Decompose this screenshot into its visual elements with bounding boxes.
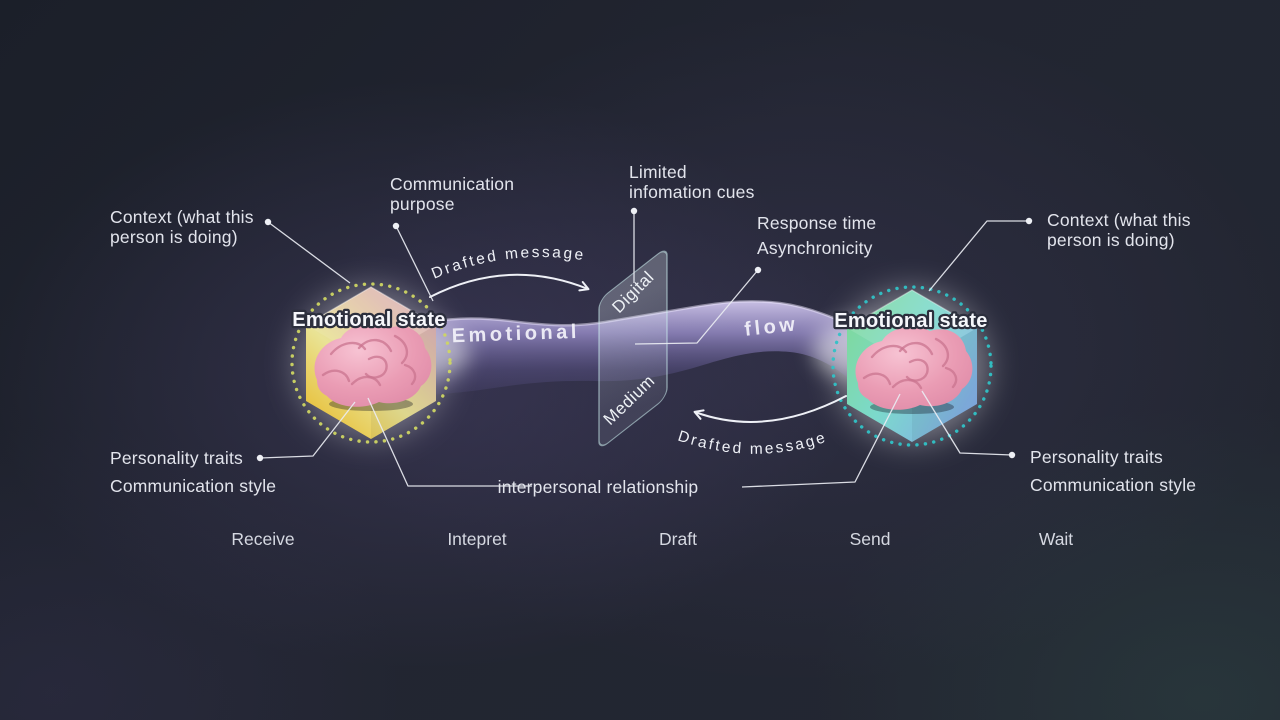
label-limited-cues: Limited infomation cues bbox=[629, 162, 755, 202]
label-comm-style-right: Communication style bbox=[1030, 475, 1197, 495]
drafted-message-arrow-top bbox=[429, 273, 590, 298]
right-dotted-ring bbox=[831, 285, 993, 447]
ribbon-word-emotional: Emotional bbox=[451, 321, 580, 347]
connector-communication-purpose bbox=[395, 225, 434, 302]
stage-label-wait: Wait bbox=[1038, 529, 1074, 549]
drafted-message-label-bottom: Drafted message bbox=[676, 428, 830, 458]
connector-response-time bbox=[634, 269, 759, 345]
connector-context-left bbox=[267, 221, 351, 284]
drafted-message-arrow-bottom bbox=[693, 395, 847, 423]
label-personality-left: Personality traits bbox=[110, 448, 243, 468]
label-comm-style-left: Communication style bbox=[110, 476, 277, 496]
connector-personality-right bbox=[921, 390, 1013, 456]
stage-label-draft: Draft bbox=[659, 529, 697, 549]
label-context-left: Context (what this person is doing) bbox=[110, 207, 254, 247]
left-emotional-node bbox=[305, 286, 437, 439]
left-dotted-ring bbox=[290, 282, 452, 444]
right-state-title: Emotional state bbox=[834, 310, 987, 332]
label-interpersonal: interpersonal relationship bbox=[497, 477, 699, 497]
label-response-time: Response time bbox=[757, 213, 877, 233]
right-emotional-node bbox=[846, 289, 978, 442]
connector-interpersonal-left bbox=[367, 397, 532, 487]
stage-label-intepret: Intepret bbox=[447, 529, 507, 549]
label-context-right: Context (what this person is doing) bbox=[1047, 210, 1191, 250]
left-state-title: Emotional state bbox=[292, 309, 445, 331]
connector-lines bbox=[256, 207, 1033, 488]
connector-personality-left bbox=[259, 401, 356, 459]
connector-context-right bbox=[928, 220, 1029, 292]
label-personality-right: Personality traits bbox=[1030, 447, 1163, 467]
label-communication-purpose: Communication purpose bbox=[390, 174, 515, 214]
connector-interpersonal-right bbox=[741, 393, 901, 488]
drafted-message-label-top: Drafted message bbox=[429, 244, 586, 283]
stage-label-send: Send bbox=[849, 529, 891, 549]
stage-label-receive: Receive bbox=[231, 529, 295, 549]
digital-medium-pane bbox=[598, 250, 668, 447]
label-asynchronicity: Asynchronicity bbox=[757, 238, 873, 258]
